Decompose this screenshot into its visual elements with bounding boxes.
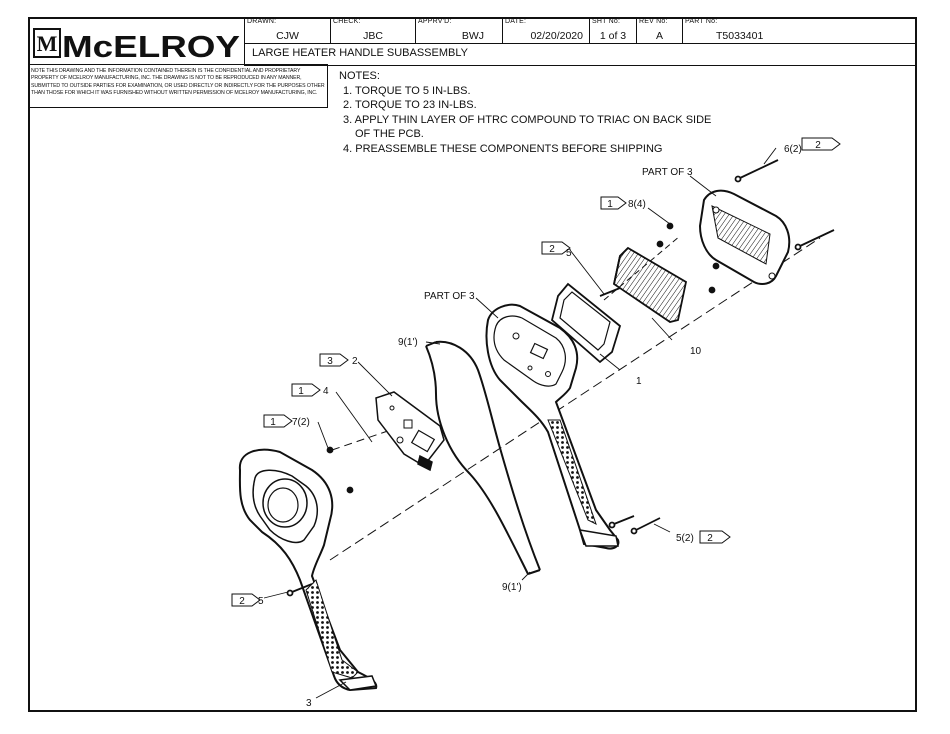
pcb-axis-line [331, 419, 421, 451]
leader-lines [263, 147, 777, 699]
cable-part [425, 340, 541, 575]
part-label: PART No: [685, 18, 718, 25]
callout-5-left-flag: 2 [239, 596, 245, 607]
drawn-label: DRAWN: [247, 18, 277, 25]
confidentiality-notice: NOTE THIS DRAWING AND THE INFORMATION CO… [31, 68, 325, 97]
flag-c7 [263, 414, 293, 428]
rev-label: REV No: [639, 18, 668, 25]
rev-value: A [655, 30, 663, 42]
check-cell: CHECK: JBC [331, 17, 416, 44]
drawing-border [28, 17, 917, 712]
callout-flags [231, 137, 841, 607]
callout-4-flag: 1 [298, 386, 304, 397]
date-value: 02/20/2020 [530, 30, 583, 42]
date-cell: DATE: 02/20/2020 [503, 17, 590, 44]
heatsink-part [612, 246, 688, 323]
rear-cover-part [698, 189, 791, 285]
callout-6: 6(2) [784, 144, 802, 155]
note-3-continued: OF THE PCB. [355, 128, 424, 140]
apprvd-value: BWJ [461, 30, 484, 42]
title-cell [244, 44, 917, 66]
note-1: 1. TORQUE TO 5 IN-LBS. [343, 84, 471, 97]
part-value: T5033401 [716, 30, 764, 42]
flag-c5-top [541, 241, 571, 255]
flag-c2 [319, 353, 349, 367]
flag-c5-right [699, 530, 731, 544]
callout-part-of-3-mid: PART OF 3 [424, 291, 475, 302]
sheet-cell: SHT No: 1 of 3 [590, 17, 637, 44]
check-label: CHECK: [333, 18, 361, 25]
callout-10: 10 [690, 346, 702, 357]
note-4: 4. PREASSEMBLE THESE COMPONENTS BEFORE S… [343, 142, 663, 155]
logo-wordmark: McELROY [62, 29, 240, 64]
gasket-part [550, 282, 622, 364]
callout-5-top: 5 [566, 248, 572, 259]
flag-c6 [801, 137, 841, 151]
drawn-cell: DRAWN: CJW [244, 17, 331, 44]
assembly-axis-line [329, 237, 821, 561]
date-label: DATE: [505, 18, 527, 25]
callout-1: 1 [636, 376, 642, 387]
flag-c4 [291, 383, 321, 397]
callout-4: 4 [323, 386, 329, 397]
pcb-part [375, 391, 445, 472]
callout-3: 3 [306, 698, 312, 709]
flag-c8 [600, 196, 627, 210]
callout-5-right-flag: 2 [707, 533, 713, 544]
screw-parts [286, 159, 835, 597]
callout-9-bottom: 9(1') [502, 582, 522, 593]
screw-axis-line [603, 235, 681, 301]
callout-2-flag: 3 [327, 356, 333, 367]
flag-c5-left [231, 593, 261, 607]
logo-rule [28, 64, 245, 65]
callout-8-flag: 1 [607, 199, 613, 210]
callout-2: 2 [352, 356, 358, 367]
note-3: 3. APPLY THIN LAYER OF HTRC COMPOUND TO … [343, 113, 712, 126]
apprvd-cell: APPRV'D: BWJ [416, 17, 503, 44]
drawing-title: LARGE HEATER HANDLE SUBASSEMBLY [252, 47, 468, 59]
check-value: JBC [363, 30, 383, 42]
callout-6-flag: 2 [815, 140, 821, 151]
handle-bottom-part [238, 448, 378, 692]
callout-7-flag: 1 [270, 417, 276, 428]
callout-labels: 6(2) 2 PART OF 3 8(4) 1 5 2 PART OF 3 10… [239, 140, 821, 709]
apprvd-label: APPRV'D: [418, 18, 452, 25]
rev-cell: REV No: A [637, 17, 683, 44]
part-cell: PART No: T5033401 [683, 17, 917, 44]
callout-8: 8(4) [628, 199, 646, 210]
callout-5-top-flag: 2 [549, 244, 555, 255]
logo-mark: M [37, 31, 58, 56]
note-2: 2. TORQUE TO 23 IN-LBS. [343, 99, 477, 111]
handle-top-housing-part [485, 303, 620, 550]
sheet-label: SHT No: [592, 18, 621, 25]
callout-7: 7(2) [292, 417, 310, 428]
callout-5-right: 5(2) [676, 533, 694, 544]
sheet-value: 1 of 3 [599, 30, 627, 42]
drawn-value: CJW [276, 30, 299, 42]
callout-part-of-3-top: PART OF 3 [642, 167, 693, 178]
callout-9-top: 9(1') [398, 337, 418, 348]
notes-heading: NOTES: [339, 70, 380, 82]
callout-5-left: 5 [258, 596, 264, 607]
notes-block: NOTES: 1. TORQUE TO 5 IN-LBS. 2. TORQUE … [339, 69, 711, 156]
company-logo: M McELROY [30, 19, 244, 64]
